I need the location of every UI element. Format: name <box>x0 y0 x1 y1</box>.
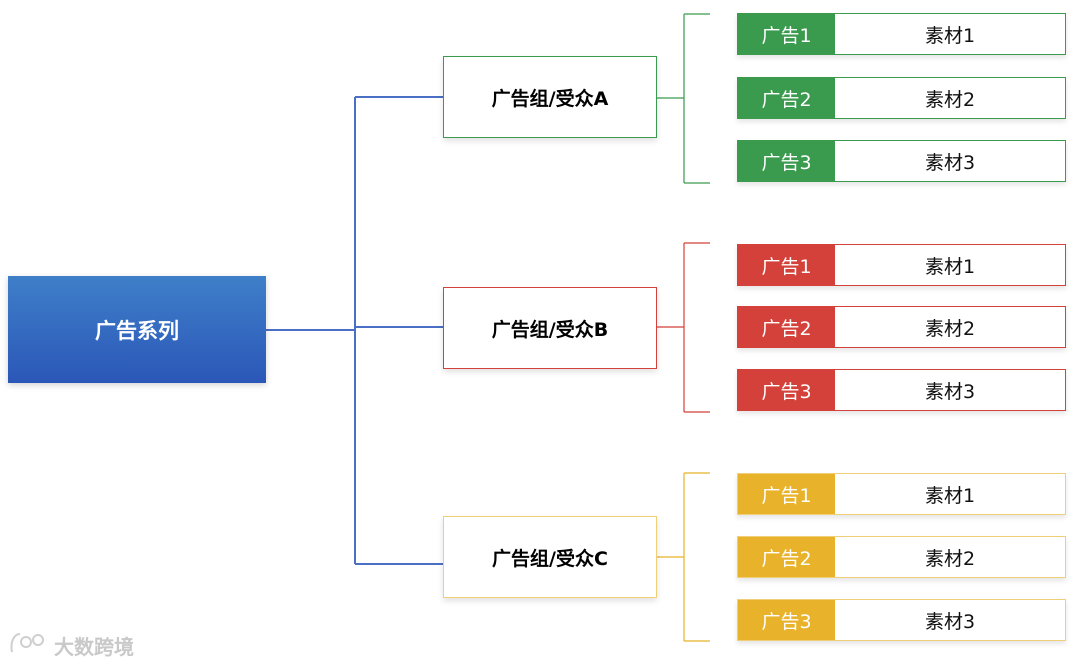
ad-group-b: 广告组/受众B <box>443 287 657 369</box>
material-label: 素材1 <box>924 484 976 507</box>
ad-label: 广告1 <box>738 14 835 54</box>
ad-row: 广告3 素材3 <box>737 369 1066 411</box>
ad-label: 广告2 <box>738 78 835 118</box>
material-label: 素材3 <box>924 380 976 403</box>
campaign-label: 广告系列 <box>95 318 179 343</box>
material-label: 素材1 <box>924 24 976 47</box>
ad-label: 广告2 <box>738 307 835 347</box>
ad-row: 广告2 素材2 <box>737 306 1066 348</box>
ad-label: 广告1 <box>738 474 835 514</box>
material-label: 素材3 <box>924 610 976 633</box>
campaign-node: 广告系列 <box>8 276 266 383</box>
material-label: 素材2 <box>924 547 976 570</box>
ad-row: 广告2 素材2 <box>737 536 1066 578</box>
ad-label: 广告3 <box>738 141 835 181</box>
ad-group-label: 广告组/受众C <box>492 547 608 570</box>
ad-label: 广告3 <box>738 370 835 410</box>
ad-row: 广告3 素材3 <box>737 140 1066 182</box>
material-label: 素材3 <box>924 151 976 174</box>
ad-row: 广告1 素材1 <box>737 244 1066 286</box>
material-label: 素材2 <box>924 317 976 340</box>
ad-label: 广告3 <box>738 600 835 640</box>
ad-row: 广告1 素材1 <box>737 473 1066 515</box>
material-label: 素材1 <box>924 255 976 278</box>
logo-icon <box>8 630 48 661</box>
ad-row: 广告3 素材3 <box>737 599 1066 641</box>
ad-group-c: 广告组/受众C <box>443 516 657 598</box>
ad-label: 广告1 <box>738 245 835 285</box>
ad-group-label: 广告组/受众A <box>491 87 609 110</box>
ad-label: 广告2 <box>738 537 835 577</box>
watermark: 大数跨境 <box>8 630 134 660</box>
ad-row: 广告1 素材1 <box>737 13 1066 55</box>
watermark-text: 大数跨境 <box>54 634 134 659</box>
ad-group-a: 广告组/受众A <box>443 56 657 138</box>
material-label: 素材2 <box>924 88 976 111</box>
ad-group-label: 广告组/受众B <box>491 318 609 341</box>
ad-row: 广告2 素材2 <box>737 77 1066 119</box>
